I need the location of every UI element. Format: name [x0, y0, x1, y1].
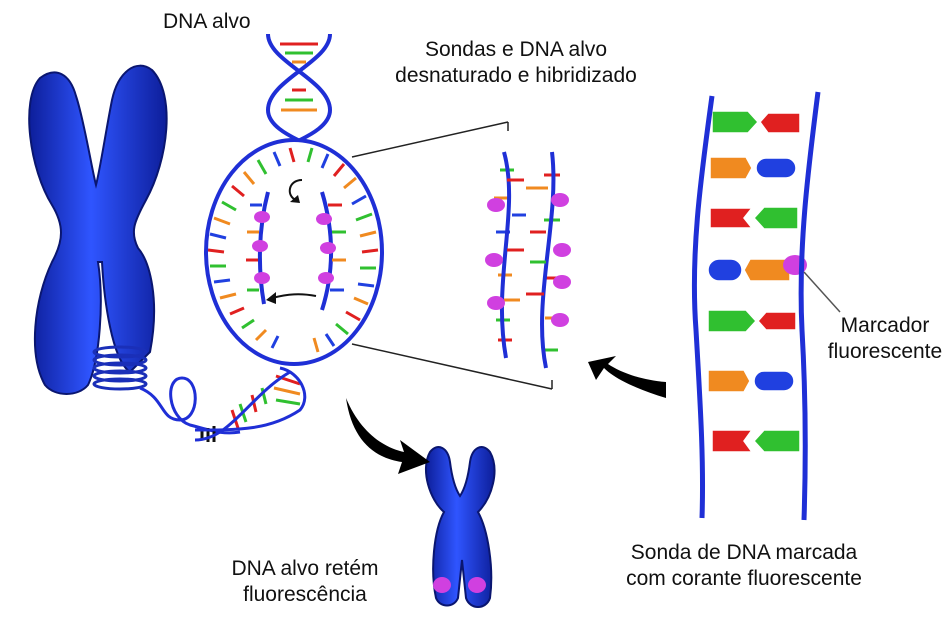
target-dna-helix: [268, 34, 330, 140]
probes-hybridized-label: Sondas e DNA alvo desnaturado e hibridiz…: [392, 37, 640, 89]
target-retains-line2: fluorescência: [215, 582, 395, 608]
probes-hybridized-line2: desnaturado e hibridizado: [392, 63, 640, 89]
target-retains-line1: DNA alvo retém: [215, 556, 395, 582]
labeled-probe-line1: Sonda de DNA marcada: [612, 540, 876, 566]
loop-markers: [252, 211, 336, 284]
labeled-probe-ladder: [694, 92, 840, 520]
labeled-probe-line2: com corante fluorescente: [612, 566, 876, 592]
target-retains-label: DNA alvo retém fluorescência: [215, 556, 395, 608]
lower-helix: [195, 368, 305, 442]
probes-hybridized-line1: Sondas e DNA alvo: [392, 37, 640, 63]
loop-outer-rungs: [208, 148, 378, 352]
arrow-to-hybrid-icon: [588, 356, 666, 398]
labeled-probe-label: Sonda de DNA marcada com corante fluores…: [612, 540, 876, 592]
marker-leader-line: [804, 272, 840, 312]
process-arrows: [346, 356, 666, 474]
target-dna-label: DNA alvo: [163, 9, 251, 35]
arrow-to-result-icon: [346, 398, 430, 474]
fluorescent-marker-label: Marcador fluorescente: [822, 313, 948, 365]
denatured-loop: [206, 140, 382, 364]
small-chromosome-icon: [426, 447, 495, 607]
zoom-markers: [485, 193, 571, 327]
zoomed-hybrid-strands: [485, 152, 571, 368]
fluorescent-marker-line1: Marcador: [822, 313, 948, 339]
fluorescent-marker-line2: fluorescente: [822, 339, 948, 365]
